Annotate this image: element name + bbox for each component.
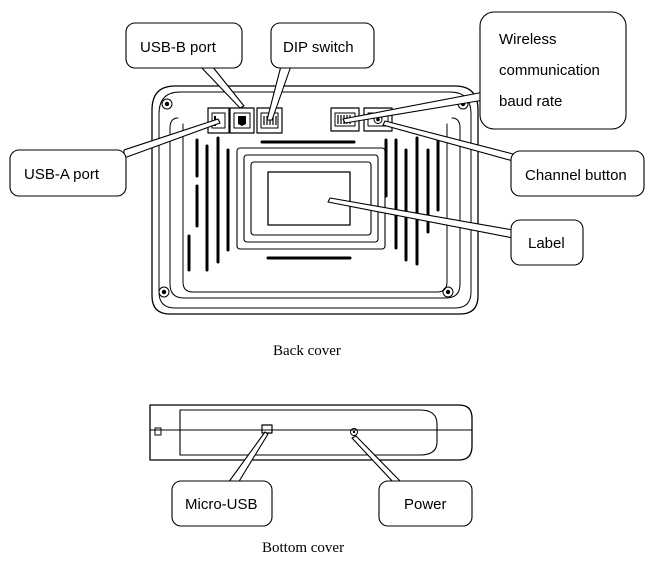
screw-icon — [442, 286, 454, 298]
callout-micro-usb-label: Micro-USB — [185, 496, 258, 513]
usb-b-leader — [199, 65, 245, 109]
callout-usb-a-label: USB-A port — [24, 166, 100, 183]
callout-channel-label: Channel button — [525, 167, 627, 184]
callout-wireless-line2: communication — [499, 62, 600, 79]
back-cover-drawing — [151, 85, 479, 315]
callout-usb-b: USB-B port — [125, 22, 243, 69]
callout-usb-a: USB-A port — [9, 149, 127, 197]
callout-power-label: Power — [404, 496, 447, 513]
side-jack-icon — [154, 427, 162, 436]
callout-label: Label — [510, 219, 584, 266]
callout-dip: DIP switch — [270, 22, 375, 69]
callout-wireless-line1: Wireless — [499, 31, 557, 48]
usb-b-port — [229, 107, 255, 134]
callout-label-label: Label — [528, 235, 565, 252]
vent-slots-left — [187, 136, 230, 272]
caption-back-cover: Back cover — [273, 343, 341, 359]
power-button-icon — [350, 428, 358, 436]
callout-channel: Channel button — [510, 150, 645, 197]
callout-usb-b-label: USB-B port — [140, 39, 217, 56]
bottom-cover-drawing — [149, 404, 473, 461]
vent-slots-horizontal — [260, 140, 356, 260]
callout-power: Power — [378, 480, 473, 527]
callout-dip-label: DIP switch — [283, 39, 354, 56]
micro-usb-leader — [227, 431, 269, 484]
label-area — [267, 171, 351, 226]
callout-wireless-line3: baud rate — [499, 93, 562, 110]
micro-usb-port — [261, 424, 273, 434]
label-leader — [327, 197, 514, 239]
callout-micro-usb: Micro-USB — [171, 480, 273, 527]
caption-bottom-cover: Bottom cover — [262, 540, 344, 556]
screw-icon — [161, 98, 173, 110]
dip-leader — [266, 65, 292, 121]
screw-icon — [158, 286, 170, 298]
callout-wireless: Wireless communication baud rate — [479, 11, 627, 130]
vent-slots-right — [384, 136, 440, 266]
